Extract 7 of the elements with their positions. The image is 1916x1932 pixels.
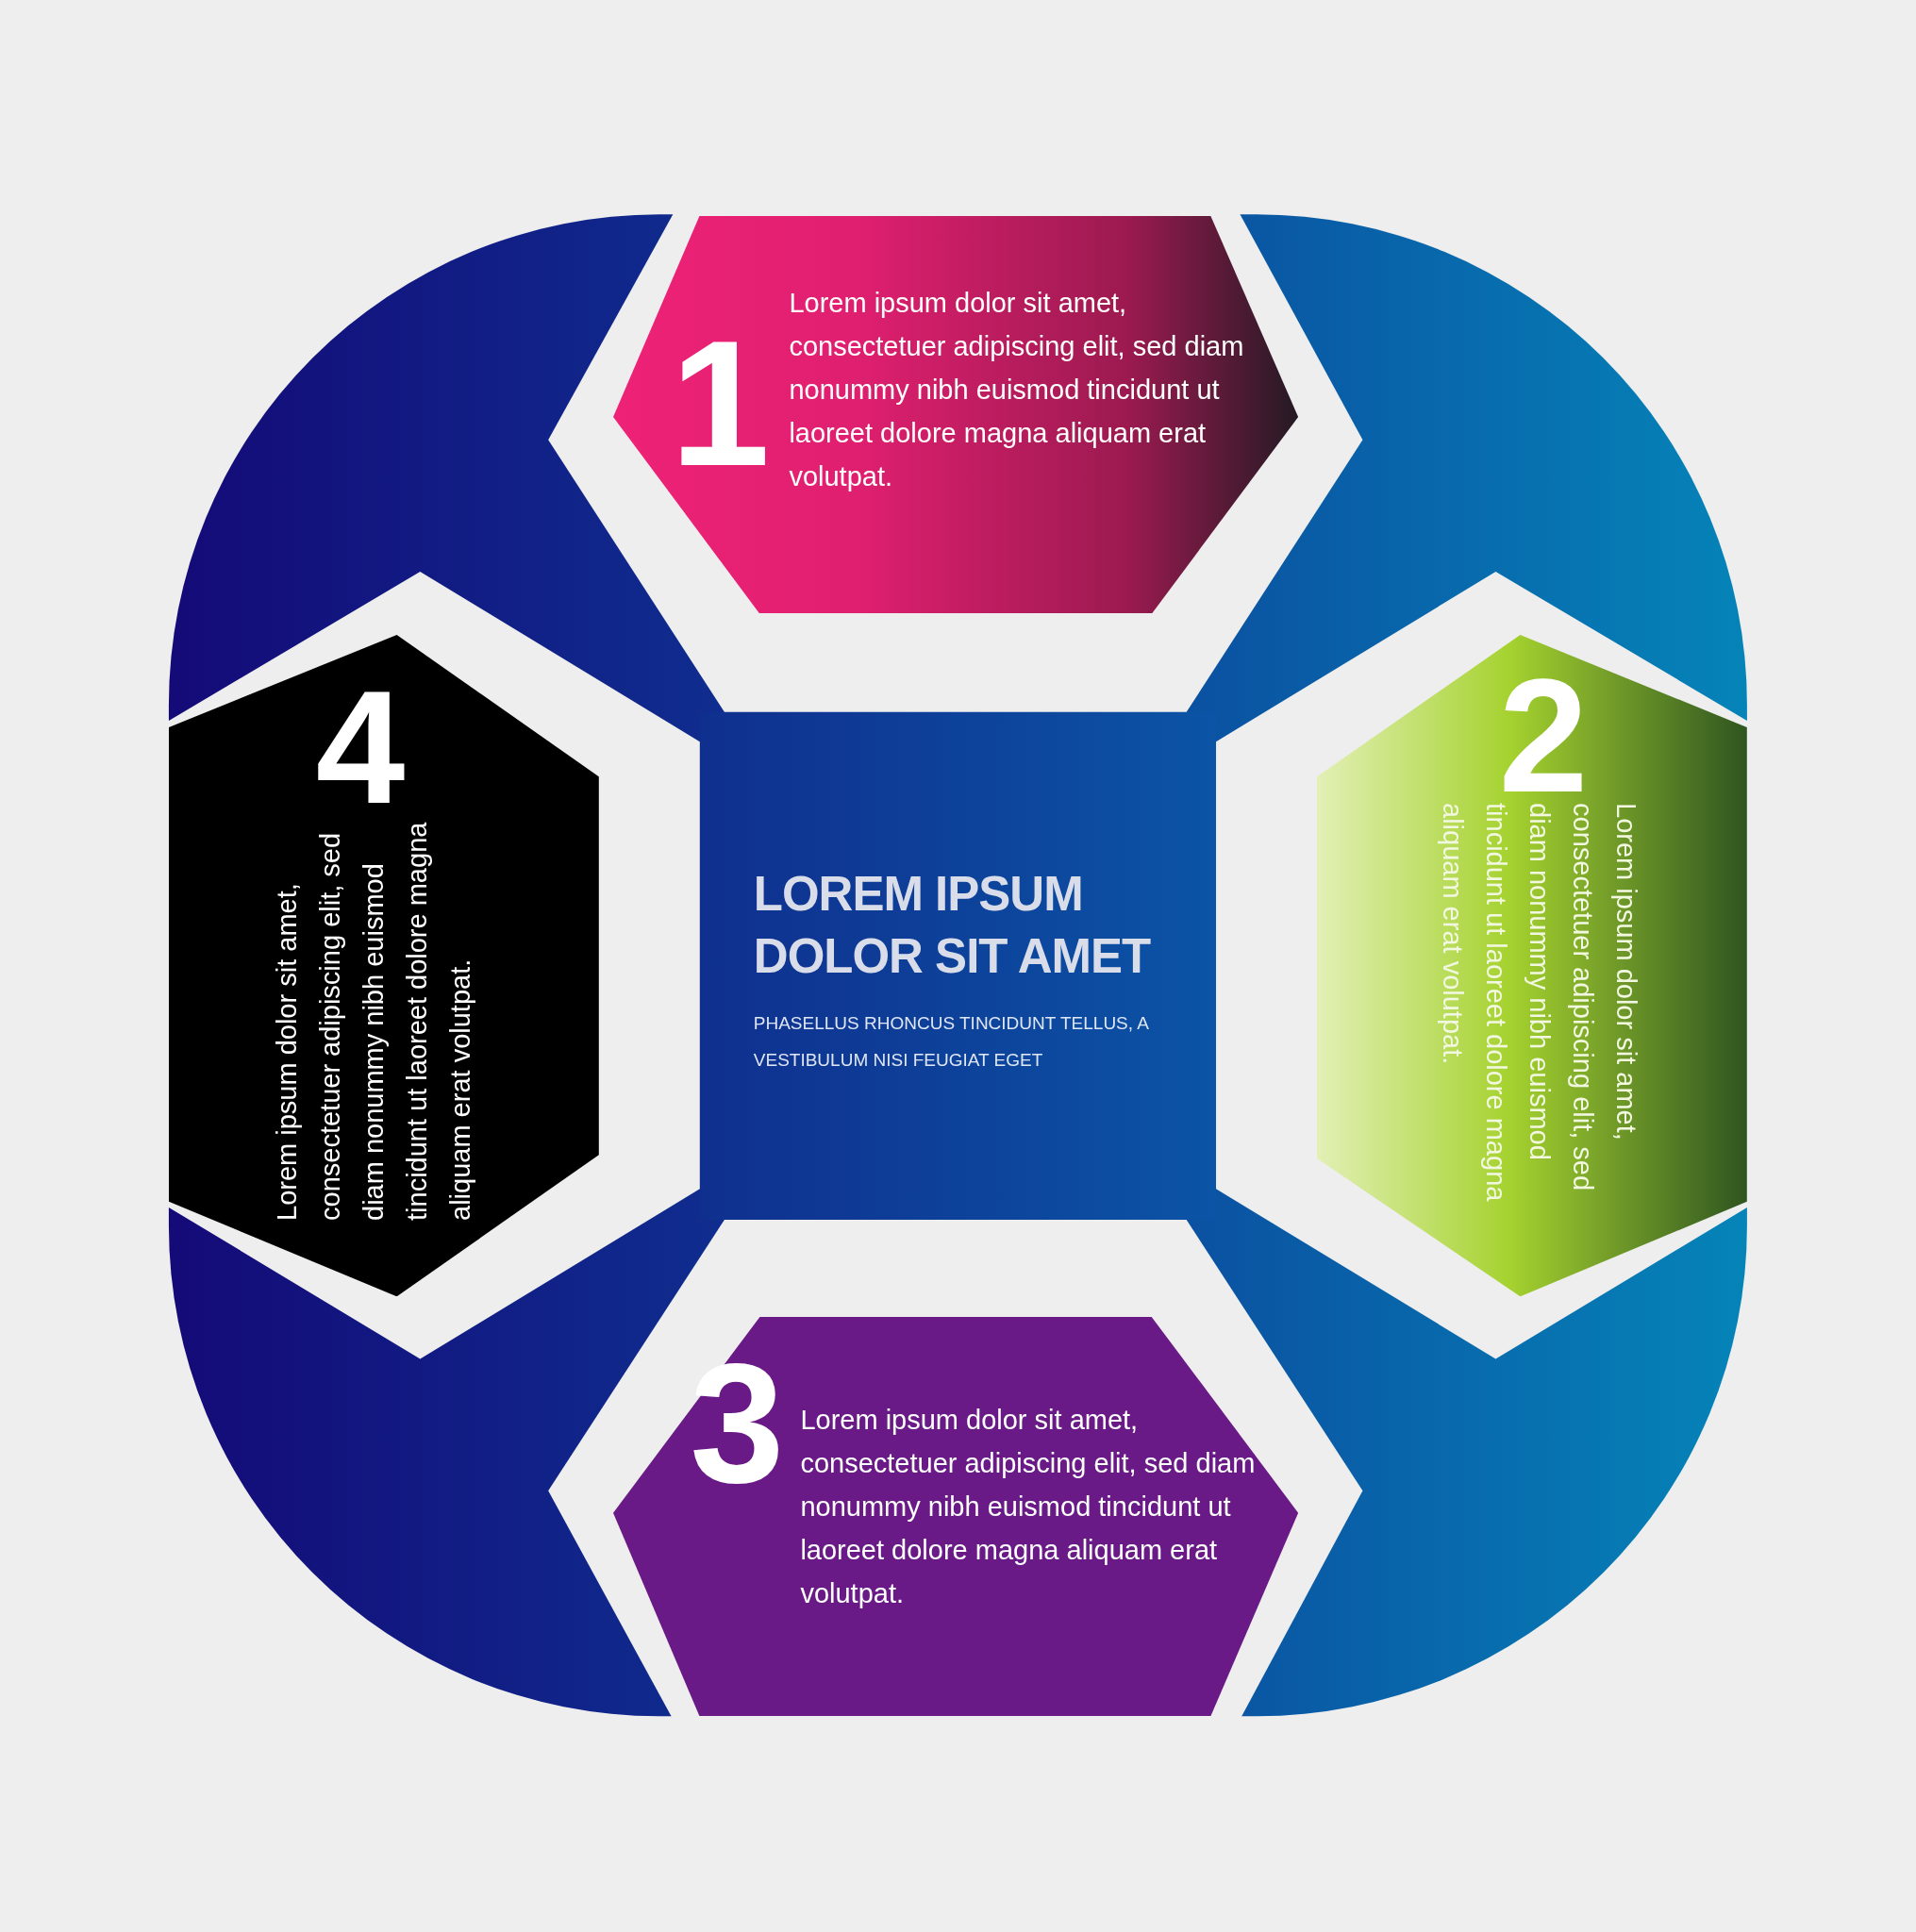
step-description: Lorem ipsum dolor sit amet, consectetuer adipiscing elit, sed diam nonummy nibh euismod tincidunt ut laoreet dolore magna aliquam erat volutpat. <box>800 1404 1257 1611</box>
step-number: 1 <box>670 312 771 492</box>
step-description: Lorem ipsum dolor sit amet, consectetuer adipiscing elit, sed diam nonummy nibh euismod tincidunt ut laoreet dolore magna aliquam erat volutpat. <box>1437 802 1643 1204</box>
subtitle: PHASELLUS RHONCUS TINCIDUNT TELLUS, A VESTIBULUM NISI FEUGIAT EGET <box>753 1011 1150 1072</box>
step-number: 3 <box>690 1339 785 1509</box>
title-heading: LOREM IPSUM DOLOR SIT AMET <box>753 865 1152 985</box>
step-description: Lorem ipsum dolor sit amet, consectetuer adipiscing elit, sed diam nonummy nibh euismod tincidunt ut laoreet dolore magna aliquam erat volutpat. <box>789 286 1245 493</box>
